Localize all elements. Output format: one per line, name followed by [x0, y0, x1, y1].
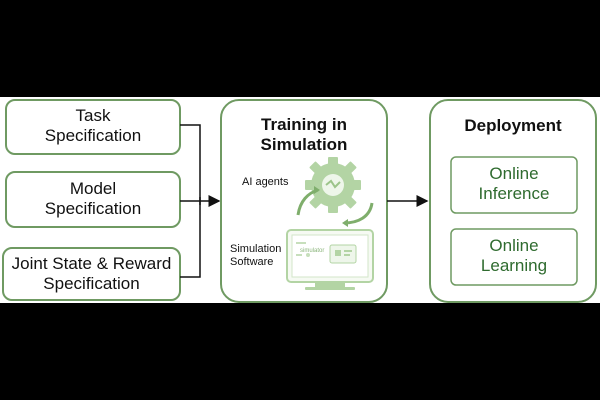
task-spec-line2: Specification: [44, 126, 142, 146]
online-inference-label: Online Inference: [451, 164, 577, 205]
joint-state-spec-line1: Joint State & Reward: [11, 254, 172, 273]
joint-state-spec-box: [2, 247, 181, 301]
simulation-software-line2: Software: [230, 256, 274, 269]
model-spec-line2: Specification: [44, 199, 142, 219]
online-learning-line2: Learning: [480, 256, 548, 276]
online-learning-box: [450, 228, 578, 286]
deployment-title: Deployment: [464, 116, 562, 135]
gear-icon: [305, 157, 361, 213]
monitor-screen-text: simulator: [300, 248, 325, 254]
online-learning-line1: Online: [489, 236, 539, 255]
diagram-canvas: Task Specification Model Specification J…: [0, 97, 600, 303]
training-title: Training in Simulation: [221, 115, 387, 156]
task-spec-line1: Task: [75, 106, 111, 125]
model-spec-label: Model Specification: [6, 179, 180, 220]
diagram-svg: [2, 99, 597, 303]
online-inference-box: [450, 156, 578, 214]
training-title-line1: Training in: [261, 115, 347, 134]
online-inference-line2: Inference: [478, 184, 550, 204]
model-spec-box: [5, 171, 181, 228]
task-spec-label: Task Specification: [6, 106, 180, 147]
task-spec-box: [5, 99, 181, 155]
connector-task: [180, 124, 201, 205]
ai-agents-label: AI agents: [242, 176, 289, 188]
online-learning-label: Online Learning: [451, 236, 577, 277]
simulation-software-line1: Simulation: [230, 243, 282, 255]
monitor-icon: [286, 229, 374, 290]
online-inference-line1: Online: [489, 164, 539, 183]
training-title-line2: Simulation: [260, 135, 348, 155]
cycle-arrows-icon: [296, 186, 374, 227]
model-spec-line1: Model: [69, 179, 117, 198]
joint-state-spec-label: Joint State & Reward Specification: [3, 254, 180, 295]
simulation-software-label: Simulation Software: [230, 243, 281, 269]
joint-state-spec-line2: Specification: [43, 274, 140, 294]
connector-joint: [180, 197, 201, 278]
